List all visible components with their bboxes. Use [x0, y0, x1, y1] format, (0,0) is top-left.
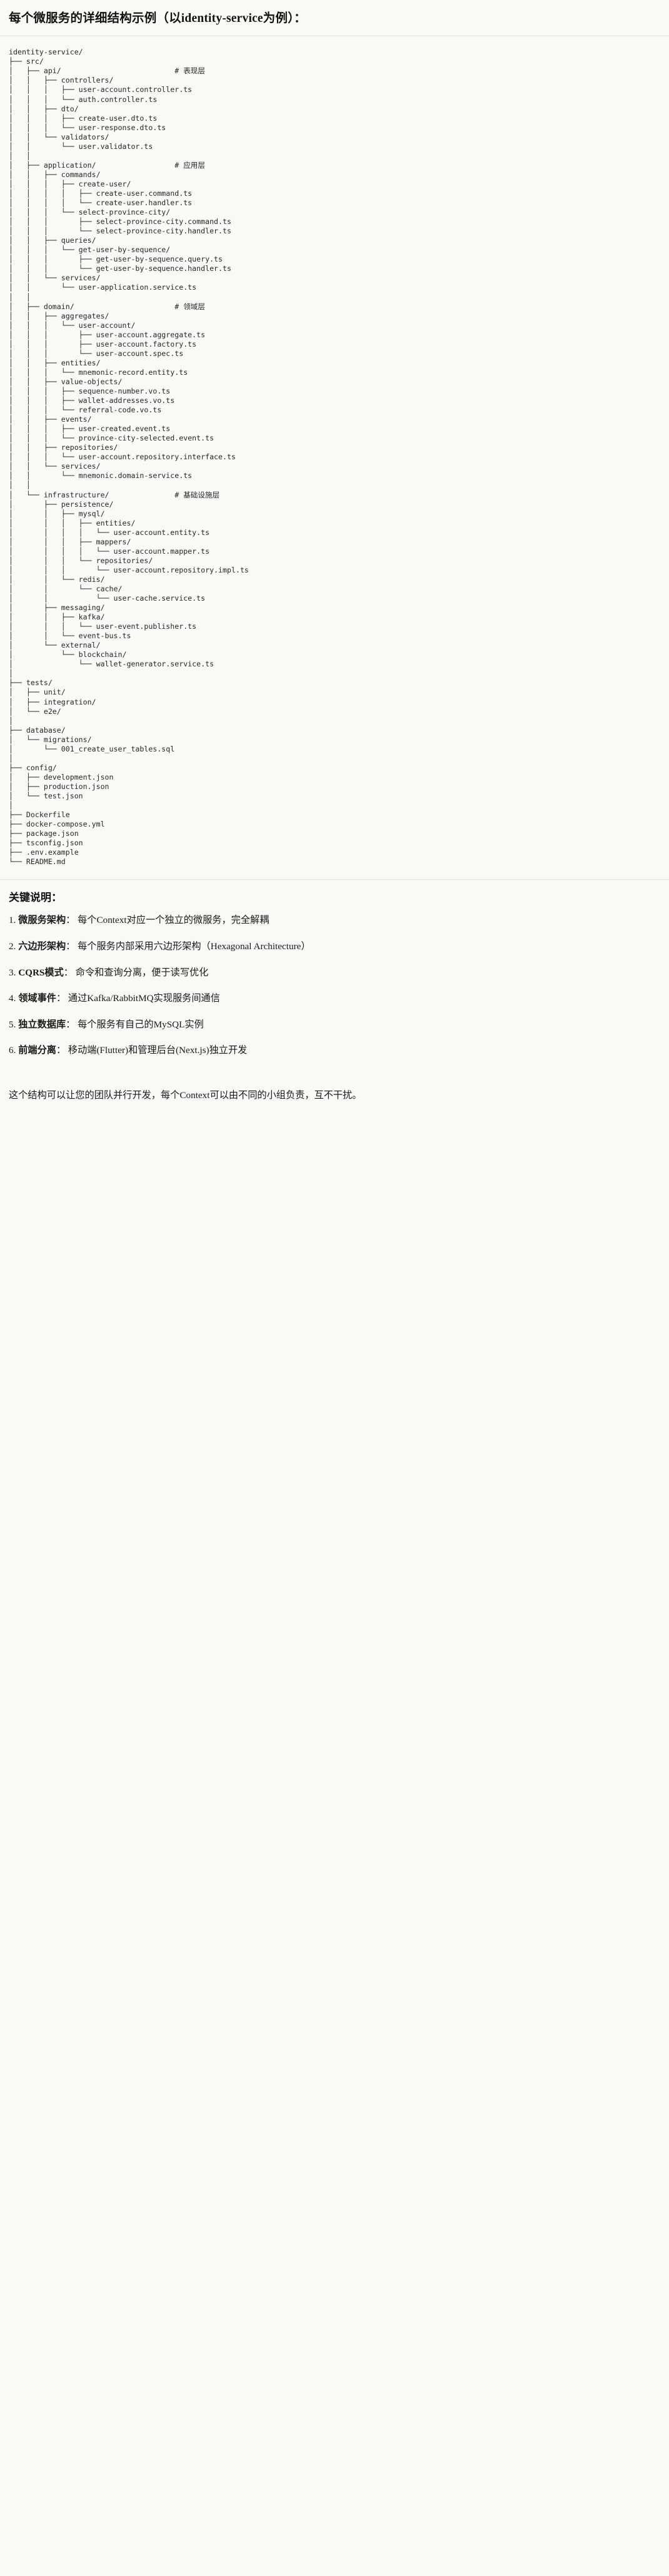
document-page: 每个微服务的详细结构示例（以identity-service为例）： ident… [0, 0, 669, 1103]
key-point-number: 5. [9, 1019, 16, 1030]
key-point-item: 6. 前端分离： 移动端(Flutter)和管理后台(Next.js)独立开发 [9, 1043, 660, 1058]
key-point-separator: ： [66, 940, 76, 952]
tree-layer-comment: # 领域层 [174, 302, 205, 311]
key-point-description: 移动端(Flutter)和管理后台(Next.js)独立开发 [68, 1045, 248, 1056]
key-point-term: 独立数据库 [18, 1019, 66, 1030]
key-point-description: 命令和查询分离，便于读写优化 [75, 967, 209, 978]
tree-layer-comment: # 应用层 [174, 160, 205, 170]
key-point-item: 5. 独立数据库： 每个服务有自己的MySQL实例 [9, 1017, 660, 1032]
key-point-item: 4. 领域事件： 通过Kafka/RabbitMQ实现服务间通信 [9, 991, 660, 1006]
key-point-description: 每个Context对应一个独立的微服务，完全解耦 [78, 915, 269, 926]
key-point-term: 领域事件 [18, 993, 56, 1004]
key-points-section: 关键说明： 1. 微服务架构： 每个Context对应一个独立的微服务，完全解耦… [0, 880, 669, 1074]
key-point-description: 每个服务内部采用六边形架构（Hexagonal Architecture） [78, 940, 311, 952]
key-point-separator: ： [66, 915, 76, 926]
key-point-separator: ： [63, 967, 73, 978]
key-point-term: 前端分离 [18, 1045, 56, 1056]
key-point-item: 3. CQRS模式： 命令和查询分离，便于读写优化 [9, 965, 660, 980]
page-title: 每个微服务的详细结构示例（以identity-service为例）： [9, 12, 306, 25]
key-point-term: CQRS模式 [18, 967, 64, 978]
key-point-item: 1. 微服务架构： 每个Context对应一个独立的微服务，完全解耦 [9, 913, 660, 928]
key-point-term: 微服务架构 [18, 915, 66, 926]
directory-tree-block: identity-service/ ├── src/ │ ├── api/ # … [0, 36, 669, 880]
key-point-separator: ： [56, 993, 66, 1004]
key-point-number: 4. [9, 993, 16, 1004]
key-point-term: 六边形架构 [18, 940, 66, 952]
key-point-separator: ： [56, 1045, 66, 1056]
directory-tree: identity-service/ ├── src/ │ ├── api/ # … [9, 48, 249, 867]
key-points-title: 关键说明： [9, 892, 62, 904]
key-point-description: 通过Kafka/RabbitMQ实现服务间通信 [68, 993, 220, 1004]
key-point-number: 3. [9, 967, 16, 978]
key-point-number: 2. [9, 940, 16, 952]
tree-layer-comment: # 表现层 [174, 66, 205, 76]
key-point-number: 6. [9, 1045, 16, 1056]
key-point-number: 1. [9, 915, 16, 926]
tree-layer-comment: # 基础设施层 [174, 490, 220, 499]
tree-divider [0, 879, 669, 880]
closing-paragraph: 这个结构可以让您的团队并行开发，每个Context可以由不同的小组负责，互不干扰… [9, 1089, 362, 1101]
key-point-description: 每个服务有自己的MySQL实例 [78, 1019, 204, 1030]
key-point-item: 2. 六边形架构： 每个服务内部采用六边形架构（Hexagonal Archit… [9, 939, 660, 954]
key-point-separator: ： [66, 1019, 76, 1030]
